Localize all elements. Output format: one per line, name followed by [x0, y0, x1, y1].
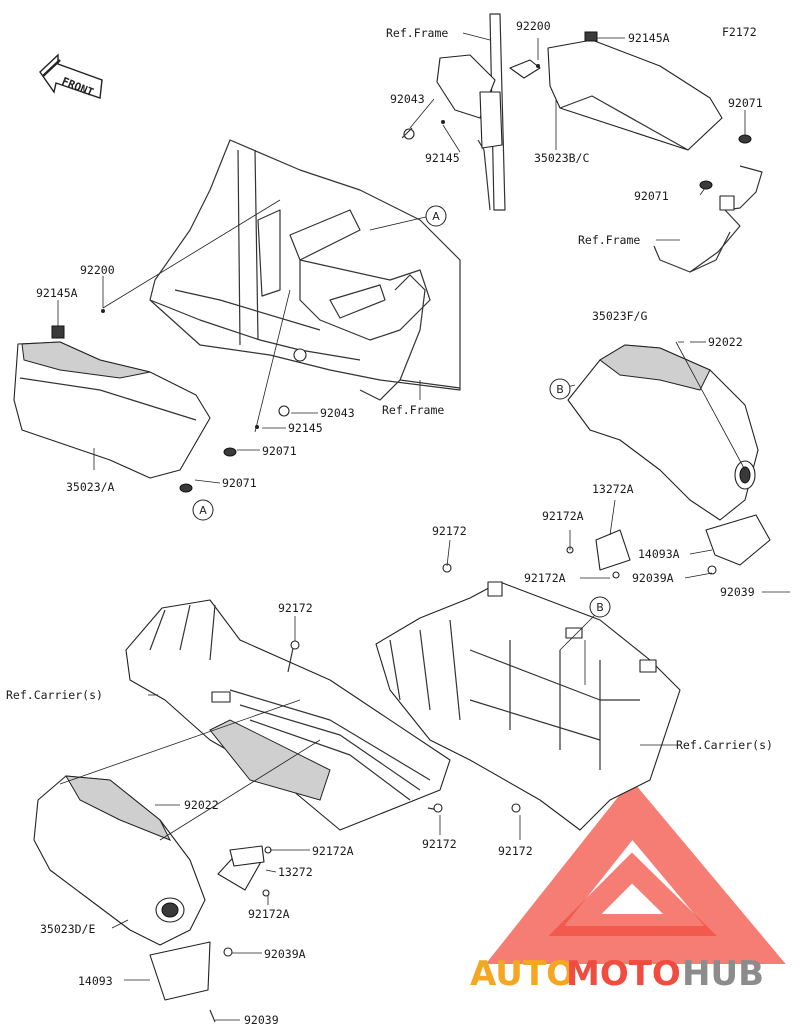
part-labels: Ref.Frame 92200 92145A 92043 92145 35023…	[6, 19, 773, 1027]
front-arrow: FRONT	[39, 53, 103, 99]
label-92172-right-bottom: 92172	[498, 844, 533, 858]
label-35023d-e: 35023D/E	[40, 922, 95, 936]
cover-35023b-c	[547, 31, 752, 190]
carrier-right	[375, 563, 681, 831]
frame-right-lower	[653, 165, 763, 273]
label-ref-carrier-right: Ref.Carrier(s)	[676, 738, 773, 752]
label-92145-mid: 92145	[288, 421, 323, 435]
label-14093a: 14093A	[638, 547, 680, 561]
label-92145-top: 92145	[425, 151, 460, 165]
label-92145a-top: 92145A	[628, 31, 670, 45]
label-ref-frame-mid: Ref.Frame	[382, 403, 444, 417]
label-35023-a: 35023/A	[66, 480, 115, 494]
label-92039-left: 92039	[244, 1013, 279, 1027]
label-92071-top-bottom: 92071	[634, 189, 669, 203]
cover-35023-a	[13, 309, 290, 493]
callout-a-top: A	[425, 205, 447, 227]
label-35023f-g: 35023F/G	[592, 309, 647, 323]
callout-a-bottom: A	[192, 499, 214, 521]
label-92172a-left-1: 92172A	[312, 844, 354, 858]
label-92172a-right-2: 92172A	[524, 571, 566, 585]
label-92039a-left: 92039A	[264, 947, 306, 961]
figure-code: F2172	[722, 25, 757, 39]
label-92172-left-top: 92172	[278, 601, 313, 615]
cover-35023d-e	[33, 775, 272, 1023]
label-92071-mid-1: 92071	[262, 444, 297, 458]
label-92071-mid-2: 92071	[222, 476, 257, 490]
label-92022-right: 92022	[708, 335, 743, 349]
svg-text:B: B	[556, 383, 564, 396]
label-92043-top: 92043	[390, 92, 425, 106]
label-92039a-right: 92039A	[632, 571, 674, 585]
watermark-moto: MOTO	[566, 954, 681, 994]
label-92022-left: 92022	[184, 798, 219, 812]
callout-b-carrier: B	[589, 596, 611, 618]
watermark-logo: AUTO MOTO HUB	[470, 779, 786, 994]
label-92039-right: 92039	[720, 585, 755, 599]
carrier-left	[125, 599, 451, 831]
watermark-hub: HUB	[682, 954, 764, 994]
label-13272a: 13272A	[592, 482, 634, 496]
label-92172a-left-2: 92172A	[248, 907, 290, 921]
svg-text:A: A	[199, 504, 207, 517]
svg-text:B: B	[596, 601, 604, 614]
label-ref-frame-right: Ref.Frame	[578, 233, 640, 247]
label-13272: 13272	[278, 865, 313, 879]
label-92172a-right-1: 92172A	[542, 509, 584, 523]
label-92200-left: 92200	[80, 263, 115, 277]
label-ref-frame-top: Ref.Frame	[386, 26, 448, 40]
label-92071-top-right: 92071	[728, 96, 763, 110]
label-92043-mid: 92043	[320, 406, 355, 420]
label-92200-top: 92200	[516, 19, 551, 33]
watermark-auto: AUTO	[470, 954, 575, 994]
top-frame-bracket	[401, 13, 541, 211]
cover-35023f-g	[566, 341, 771, 579]
label-92172-center: 92172	[432, 524, 467, 538]
label-35023b-c: 35023B/C	[534, 151, 589, 165]
label-14093: 14093	[78, 974, 113, 988]
callout-b-right: B	[549, 378, 571, 400]
leader-lines	[57, 32, 790, 1021]
label-ref-carrier-left: Ref.Carrier(s)	[6, 688, 103, 702]
svg-text:A: A	[432, 210, 440, 223]
label-92172-left-bottom: 92172	[422, 837, 457, 851]
center-frame	[149, 139, 461, 401]
label-92145a-left: 92145A	[36, 286, 78, 300]
